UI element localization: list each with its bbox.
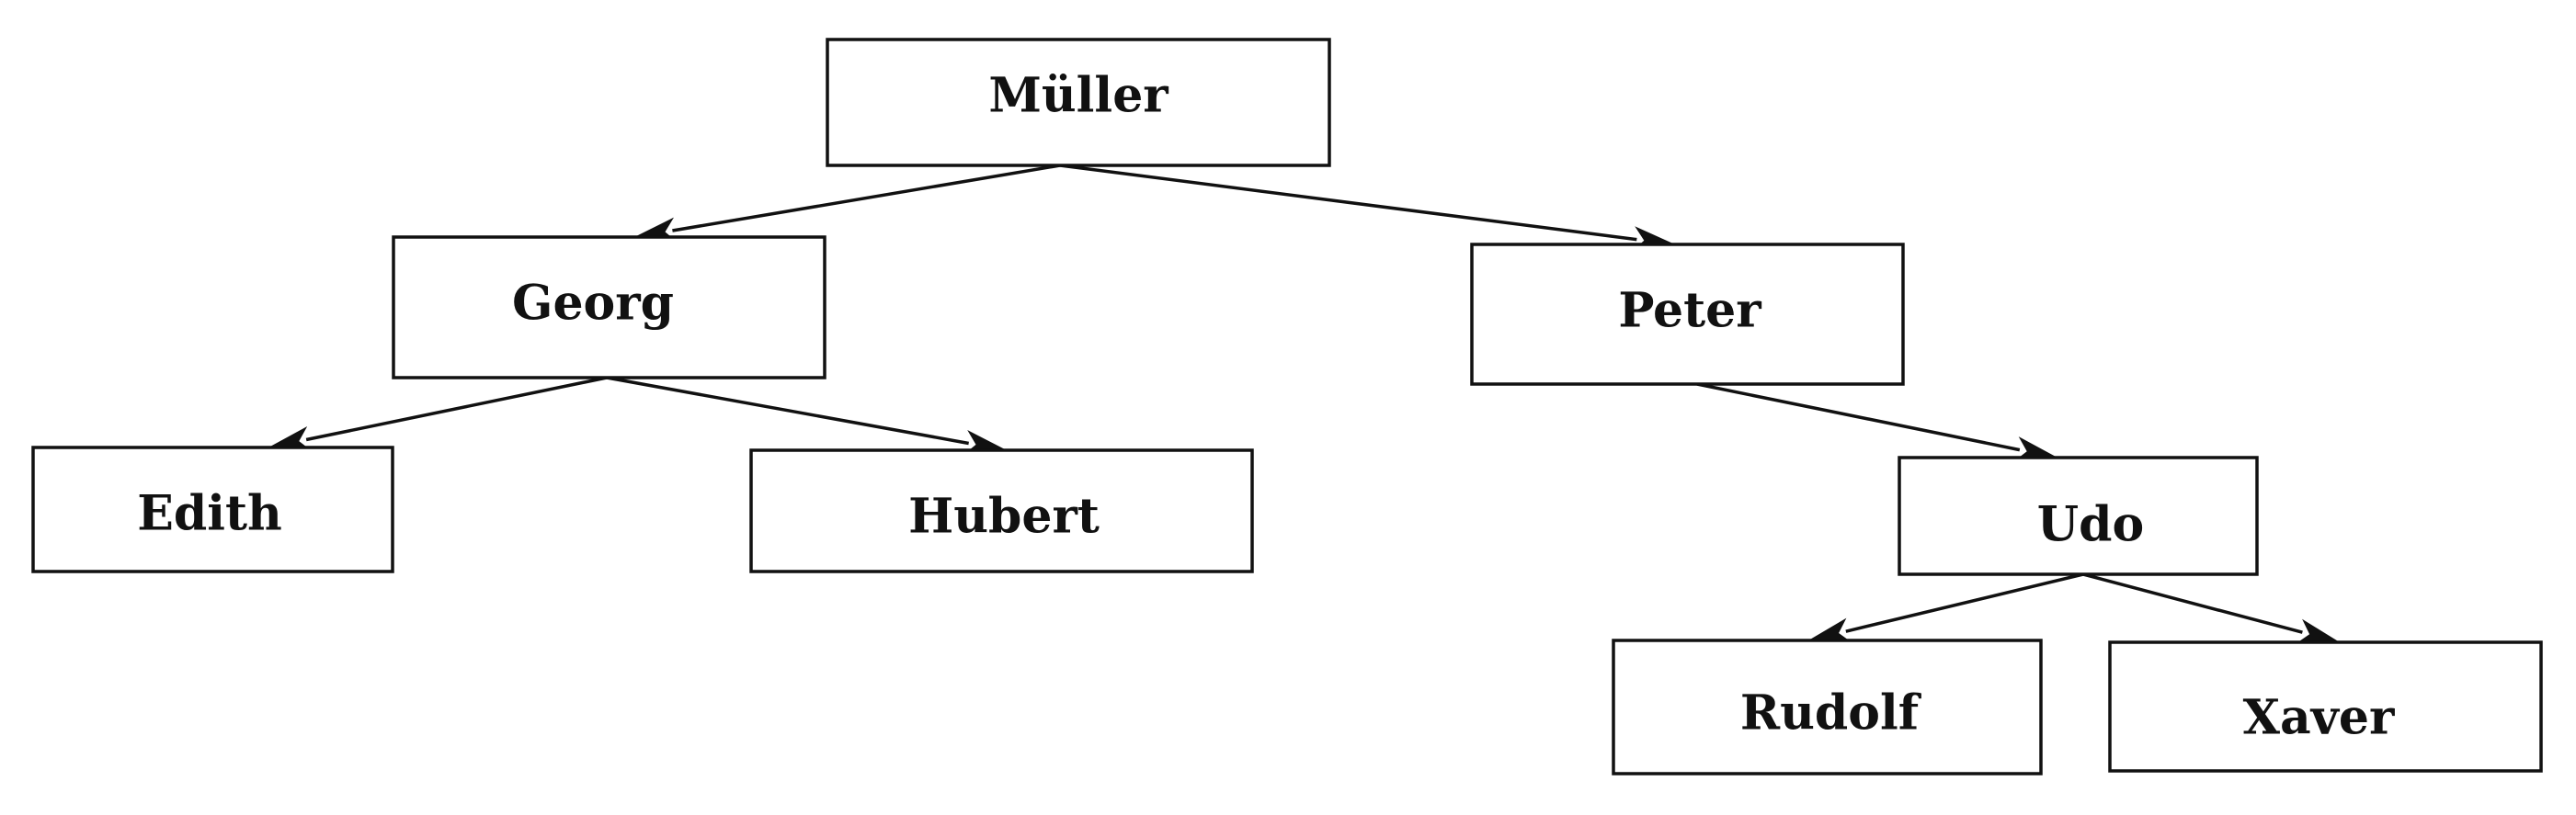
node-mueller: Müller <box>826 38 1331 167</box>
node-rudolf: Rudolf <box>1612 639 2043 775</box>
node-label-udo: Udo <box>2037 497 2144 553</box>
edge-mueller-peter <box>1059 164 1637 242</box>
node-box-rudolf <box>1612 639 2043 775</box>
node-label-edith: Edith <box>137 486 282 542</box>
node-label-georg: Georg <box>512 276 674 332</box>
edge-udo-xaver <box>2082 572 2303 634</box>
node-label-xaver: Xaver <box>2243 690 2395 746</box>
node-hubert: Hubert <box>749 448 1254 573</box>
node-xaver: Xaver <box>2108 640 2543 773</box>
node-label-rudolf: Rudolf <box>1740 685 1922 741</box>
node-box-peter <box>1470 243 1905 386</box>
arrowhead-udo-rudolf <box>1808 617 1852 643</box>
node-box-mueller <box>826 38 1331 167</box>
node-georg: Georg <box>392 235 826 379</box>
node-label-hubert: Hubert <box>908 489 1100 545</box>
node-box-edith <box>31 446 394 573</box>
node-label-peter: Peter <box>1618 283 1761 339</box>
edge-georg-edith <box>305 376 608 442</box>
node-box-georg <box>392 235 826 379</box>
node-label-mueller: Müller <box>988 68 1168 124</box>
node-box-xaver <box>2108 640 2543 773</box>
edge-udo-rudolf <box>1845 572 2084 633</box>
node-box-hubert <box>749 448 1254 573</box>
node-box-udo <box>1898 456 2259 576</box>
edge-georg-hubert <box>606 376 969 446</box>
node-peter: Peter <box>1470 243 1905 386</box>
edge-mueller-georg <box>672 164 1061 232</box>
arrowhead-peter-udo <box>2013 436 2057 462</box>
edge-peter-udo <box>1696 382 2021 452</box>
node-edith: Edith <box>31 446 394 573</box>
arrowhead-georg-edith <box>268 426 313 452</box>
edges-layer <box>268 164 2340 644</box>
node-udo: Udo <box>1898 456 2259 576</box>
arrowhead-udo-xaver <box>2295 618 2340 644</box>
